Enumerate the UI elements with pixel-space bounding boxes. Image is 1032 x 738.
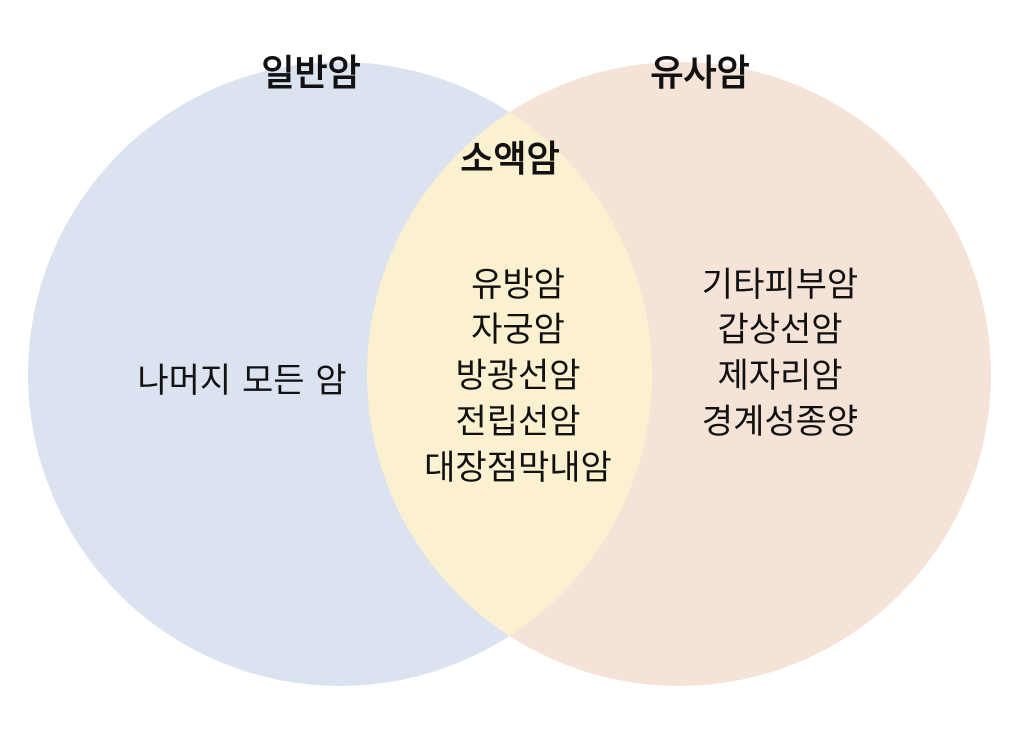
intersection-item: 방광선암	[455, 356, 580, 396]
intersection-item: 자궁암	[471, 310, 565, 350]
left-circle-title: 일반암	[261, 53, 360, 94]
intersection-item: 유방암	[471, 265, 565, 305]
intersection-item: 전립선암	[455, 402, 580, 442]
right-circle-item: 갑상선암	[717, 310, 842, 350]
intersection-region	[367, 62, 652, 686]
right-circle-item: 기타피부암	[702, 265, 858, 305]
right-circle-item: 제자리암	[717, 356, 842, 396]
right-circle-title: 유사암	[650, 53, 749, 94]
intersection-title: 소액암	[460, 139, 559, 180]
left-circle-item: 나머지 모든 암	[137, 361, 346, 401]
right-circle-item: 경계성종양	[702, 402, 858, 442]
intersection-item: 대장점막내암	[424, 448, 612, 488]
